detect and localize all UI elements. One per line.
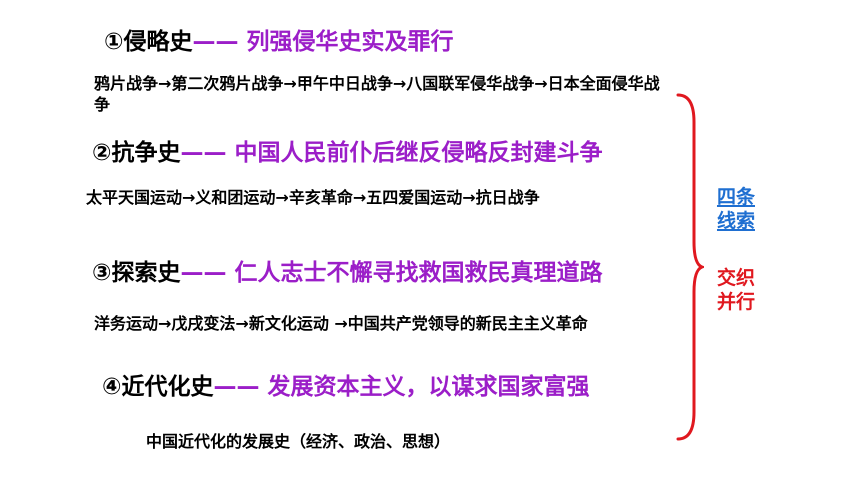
section-1-desc: 鸦片战争→第二次鸦片战争→甲午中日战争→八国联军侵华战争→日本全面侵华战争	[94, 74, 660, 114]
section-3-dash: ——	[180, 260, 227, 286]
brace-path	[676, 93, 704, 441]
section-1-dash: ——	[192, 29, 239, 55]
section-3-desc: 洋务运动→戊戌变法→新文化运动 →中国共产党领导的新民主主义革命	[94, 314, 588, 333]
section-2-theme: 中国人民前仆后继反侵略反封建斗争	[234, 140, 603, 166]
side-label-interwoven: 交织 并行	[716, 267, 755, 313]
section-2-heading: ②抗争史—— 中国人民前仆后继反侵略反封建斗争	[92, 138, 603, 168]
section-1-title: ①侵略史	[104, 29, 193, 55]
section-4-theme: 发展资本主义，以谋求国家富强	[267, 374, 590, 400]
section-1-theme: 列强侵华史实及罪行	[246, 29, 454, 55]
section-4-dash: ——	[213, 374, 260, 400]
section-4-heading: ④近代化史—— 发展资本主义，以谋求国家富强	[102, 372, 590, 402]
section-4-desc: 中国近代化的发展史（经济、政治、思想）	[146, 432, 451, 451]
right-curly-brace	[676, 93, 704, 441]
section-2-title: ②抗争史	[92, 140, 181, 166]
section-2-dash: ——	[180, 140, 227, 166]
section-3-heading: ③探索史—— 仁人志士不懈寻找救国救民真理道路	[92, 258, 603, 288]
section-1-heading: ①侵略史—— 列强侵华史实及罪行	[104, 27, 454, 57]
section-4-title: ④近代化史	[102, 374, 214, 400]
section-3-theme: 仁人志士不懈寻找救国救民真理道路	[234, 260, 603, 286]
section-3-title: ③探索史	[92, 260, 181, 286]
side-label-four-clues: 四条 线索	[716, 186, 755, 232]
section-2-desc: 太平天国运动→义和团运动→辛亥革命→五四爱国运动→抗日战争	[86, 188, 540, 207]
